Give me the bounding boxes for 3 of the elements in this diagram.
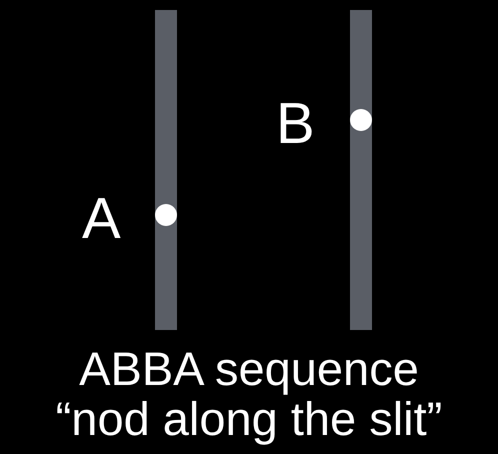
caption: ABBA sequence “nod along the slit”: [54, 344, 444, 444]
position-label: A: [82, 190, 121, 248]
position-label: B: [276, 95, 315, 153]
